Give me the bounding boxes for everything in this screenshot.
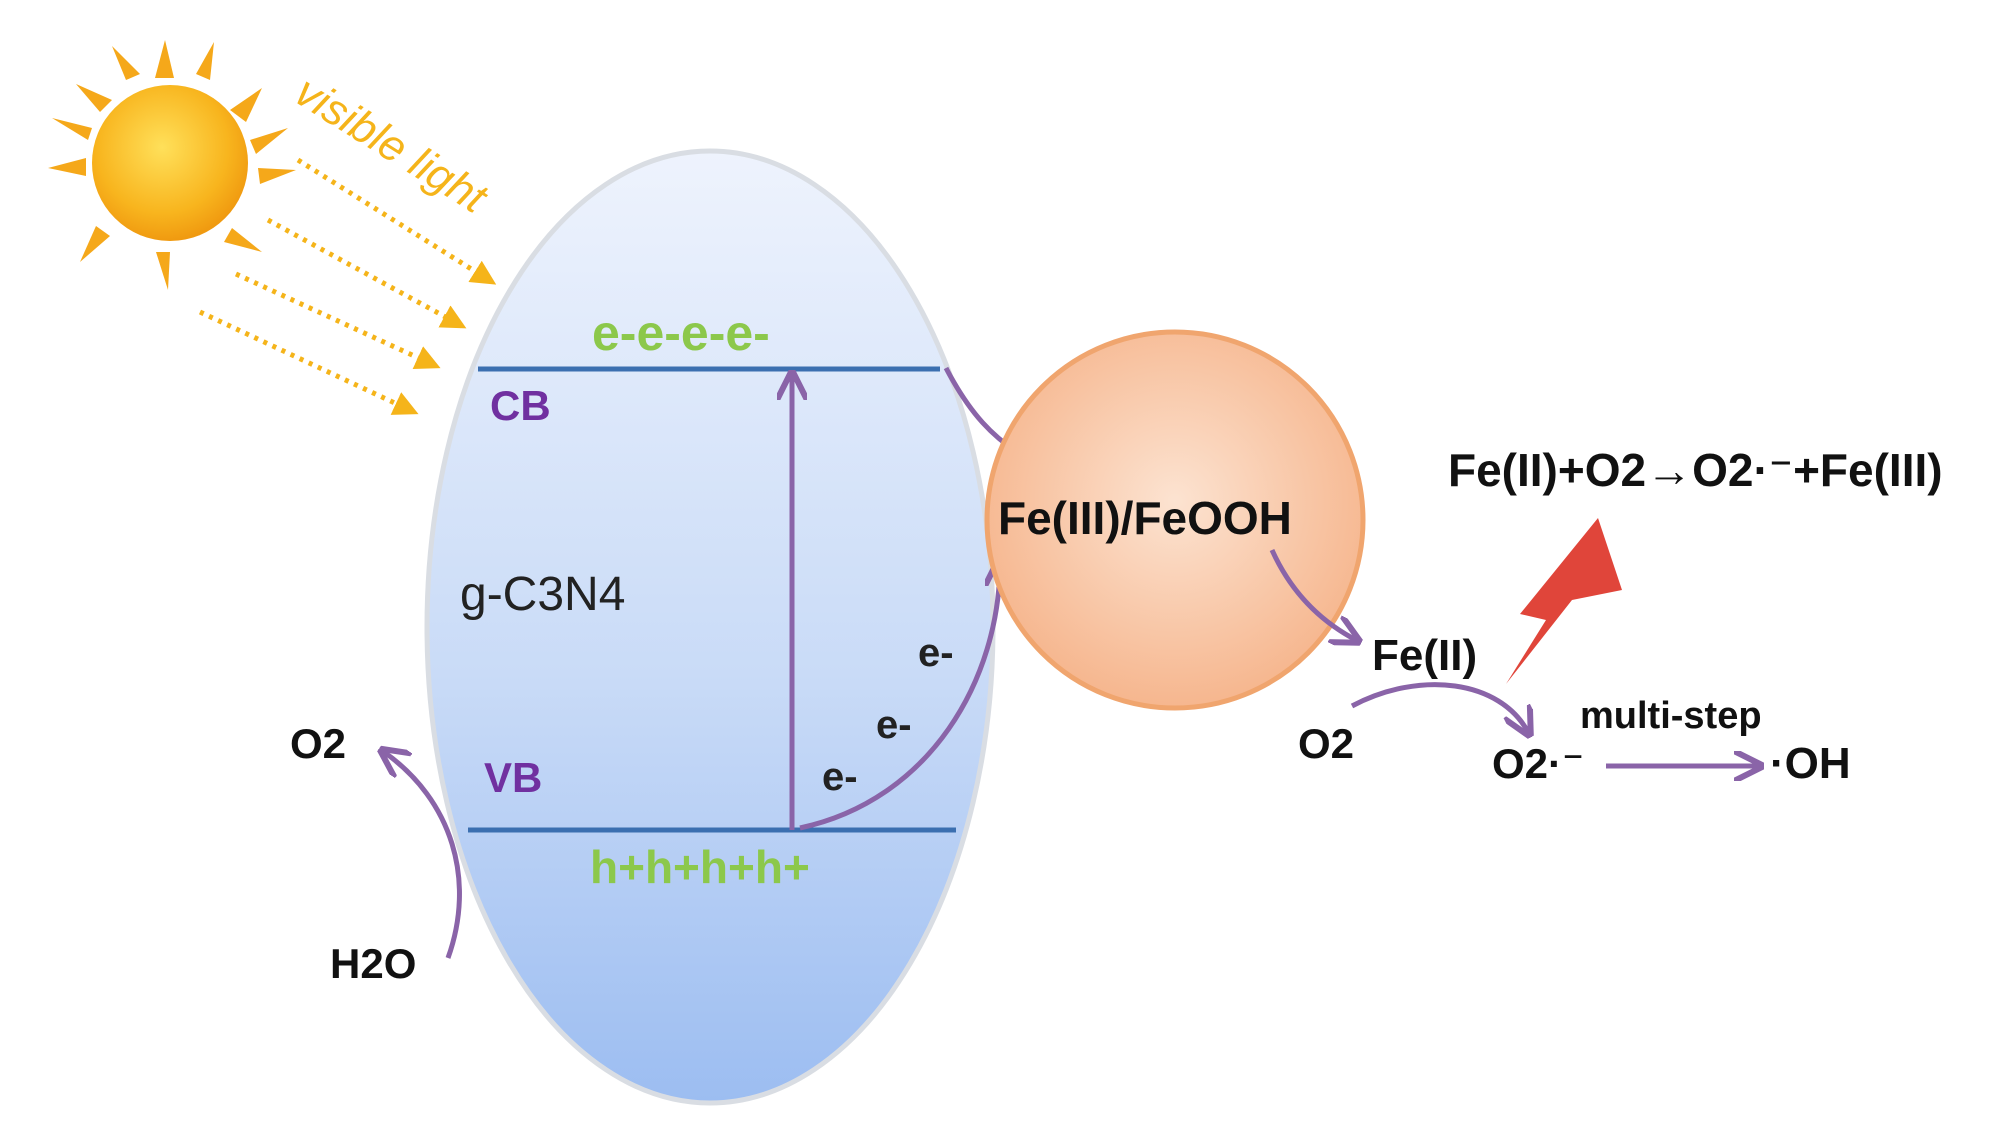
reaction-equation: Fe(II)+O2→O2·⁻+Fe(III): [1448, 444, 1943, 496]
hydroxyl-label: ·OH: [1770, 739, 1851, 788]
electron-label-2: e-: [876, 703, 912, 747]
semiconductor-ellipse: [424, 148, 996, 1106]
holes-vb: h+h+h+h+: [590, 841, 810, 893]
sun-icon: [48, 40, 296, 290]
vb-to-particle-arrow: [799, 562, 1000, 831]
vb-label: VB: [484, 754, 542, 801]
lightning-bolt-icon: [1506, 518, 1622, 684]
o2-right-label: O2: [1298, 720, 1354, 767]
semiconductor-label: g-C3N4: [460, 568, 625, 621]
multistep-label: multi-step: [1580, 695, 1762, 737]
light-rays: [198, 157, 497, 415]
o2-to-superoxide-arrow: [1350, 682, 1528, 732]
fe2-label: Fe(II): [1372, 631, 1477, 680]
electron-label-1: e-: [918, 631, 954, 675]
superoxide-label: O2·⁻: [1492, 740, 1584, 787]
h2o-label: H2O: [330, 940, 416, 987]
light-label: visible light: [287, 67, 497, 224]
particle-label: Fe(III)/FeOOH: [998, 492, 1292, 544]
electron-label-3: e-: [822, 755, 858, 799]
fe-particle-sphere: [984, 329, 1366, 711]
electrons-cb: e-e-e-e-: [592, 305, 770, 361]
particle-to-fe2-arrow: [1269, 548, 1356, 640]
cb-label: CB: [490, 382, 551, 429]
o2-left-label: O2: [290, 720, 346, 767]
water-oxidation-arrow: [384, 752, 462, 959]
